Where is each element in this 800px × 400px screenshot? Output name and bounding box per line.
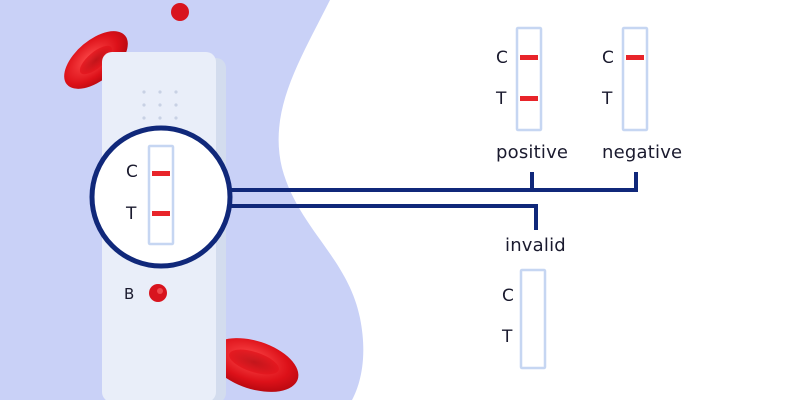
result-negative: C T negative xyxy=(601,26,682,163)
device-control-label: C xyxy=(126,162,138,182)
red-blood-cell-icon xyxy=(64,31,128,89)
negative-control-line xyxy=(626,55,644,60)
device-test-label: T xyxy=(125,204,137,224)
positive-test-line xyxy=(520,96,538,101)
connector-lines xyxy=(228,172,638,230)
device-vent-dots xyxy=(142,90,178,120)
positive-test-label: T xyxy=(495,89,507,109)
device-control-line xyxy=(152,171,170,176)
negative-test-label: T xyxy=(601,89,613,109)
device-test-line xyxy=(152,211,170,216)
result-positive: C T positive xyxy=(495,26,568,163)
negative-control-label: C xyxy=(602,48,614,68)
positive-control-line xyxy=(520,55,538,60)
result-invalid: invalid C T xyxy=(501,235,566,370)
positive-control-label: C xyxy=(496,48,508,68)
invalid-label: invalid xyxy=(505,235,566,256)
invalid-test-label: T xyxy=(501,327,513,347)
invalid-control-label: C xyxy=(502,286,514,306)
negative-label: negative xyxy=(602,142,682,163)
red-blood-cell-icon xyxy=(209,338,299,392)
buffer-label: B xyxy=(124,285,134,303)
blood-drop-icon xyxy=(171,3,189,21)
device-result-window: C T xyxy=(125,144,175,246)
positive-label: positive xyxy=(496,142,568,163)
